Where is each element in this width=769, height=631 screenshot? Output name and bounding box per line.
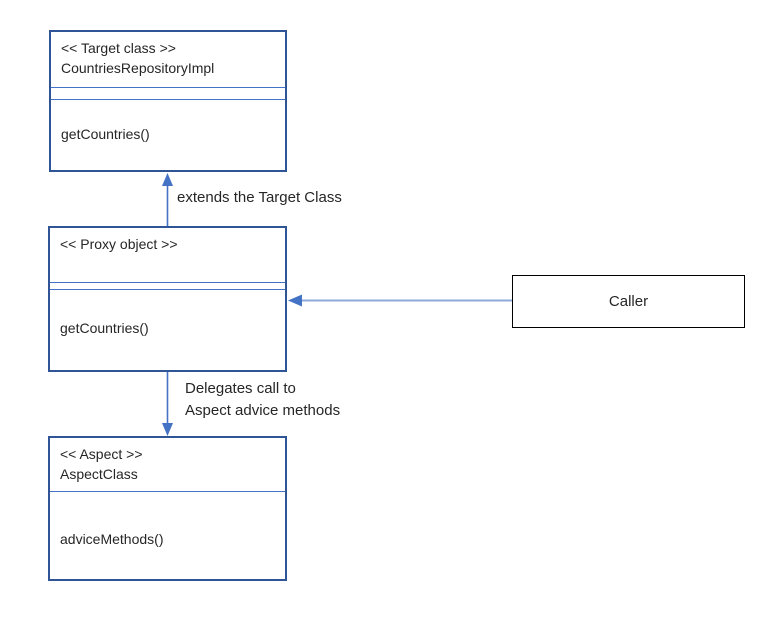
target-class-name: CountriesRepositoryImpl: [61, 60, 215, 76]
caller-box: Caller: [512, 275, 745, 328]
aspect-box: << Aspect >> AspectClass adviceMethods(): [48, 436, 287, 581]
caller-label: Caller: [608, 293, 649, 310]
proxy-method: getCountries(): [60, 320, 149, 336]
target-class-stereotype: << Target class >>: [61, 40, 176, 56]
extends-arrow: [162, 173, 173, 226]
extends-edge-label: extends the Target Class: [177, 189, 342, 206]
target-class-method: getCountries(): [61, 126, 150, 142]
delegates-edge-label-line1: Delegates call to: [185, 380, 296, 397]
delegates-edge-label: Delegates call to Aspect advice methods: [185, 378, 340, 422]
target-class-box: << Target class >> CountriesRepositoryIm…: [49, 30, 287, 172]
aspect-divider: [50, 491, 285, 492]
proxy-object-box: << Proxy object >> getCountries(): [48, 226, 287, 372]
target-class-divider-bottom: [51, 99, 285, 100]
aspect-class-name: AspectClass: [60, 466, 138, 482]
aspect-stereotype: << Aspect >>: [60, 446, 143, 462]
caller-arrow: [288, 294, 512, 307]
target-class-divider-top: [51, 87, 285, 88]
proxy-divider-bottom: [50, 289, 285, 290]
proxy-divider-top: [50, 282, 285, 283]
proxy-object-header: << Proxy object >>: [60, 234, 279, 254]
aspect-method: adviceMethods(): [60, 531, 164, 547]
delegates-arrow: [162, 372, 173, 436]
aspect-header: << Aspect >> AspectClass: [60, 444, 279, 484]
target-class-header: << Target class >> CountriesRepositoryIm…: [61, 38, 279, 78]
proxy-object-stereotype: << Proxy object >>: [60, 236, 178, 252]
delegates-edge-label-line2: Aspect advice methods: [185, 402, 341, 419]
